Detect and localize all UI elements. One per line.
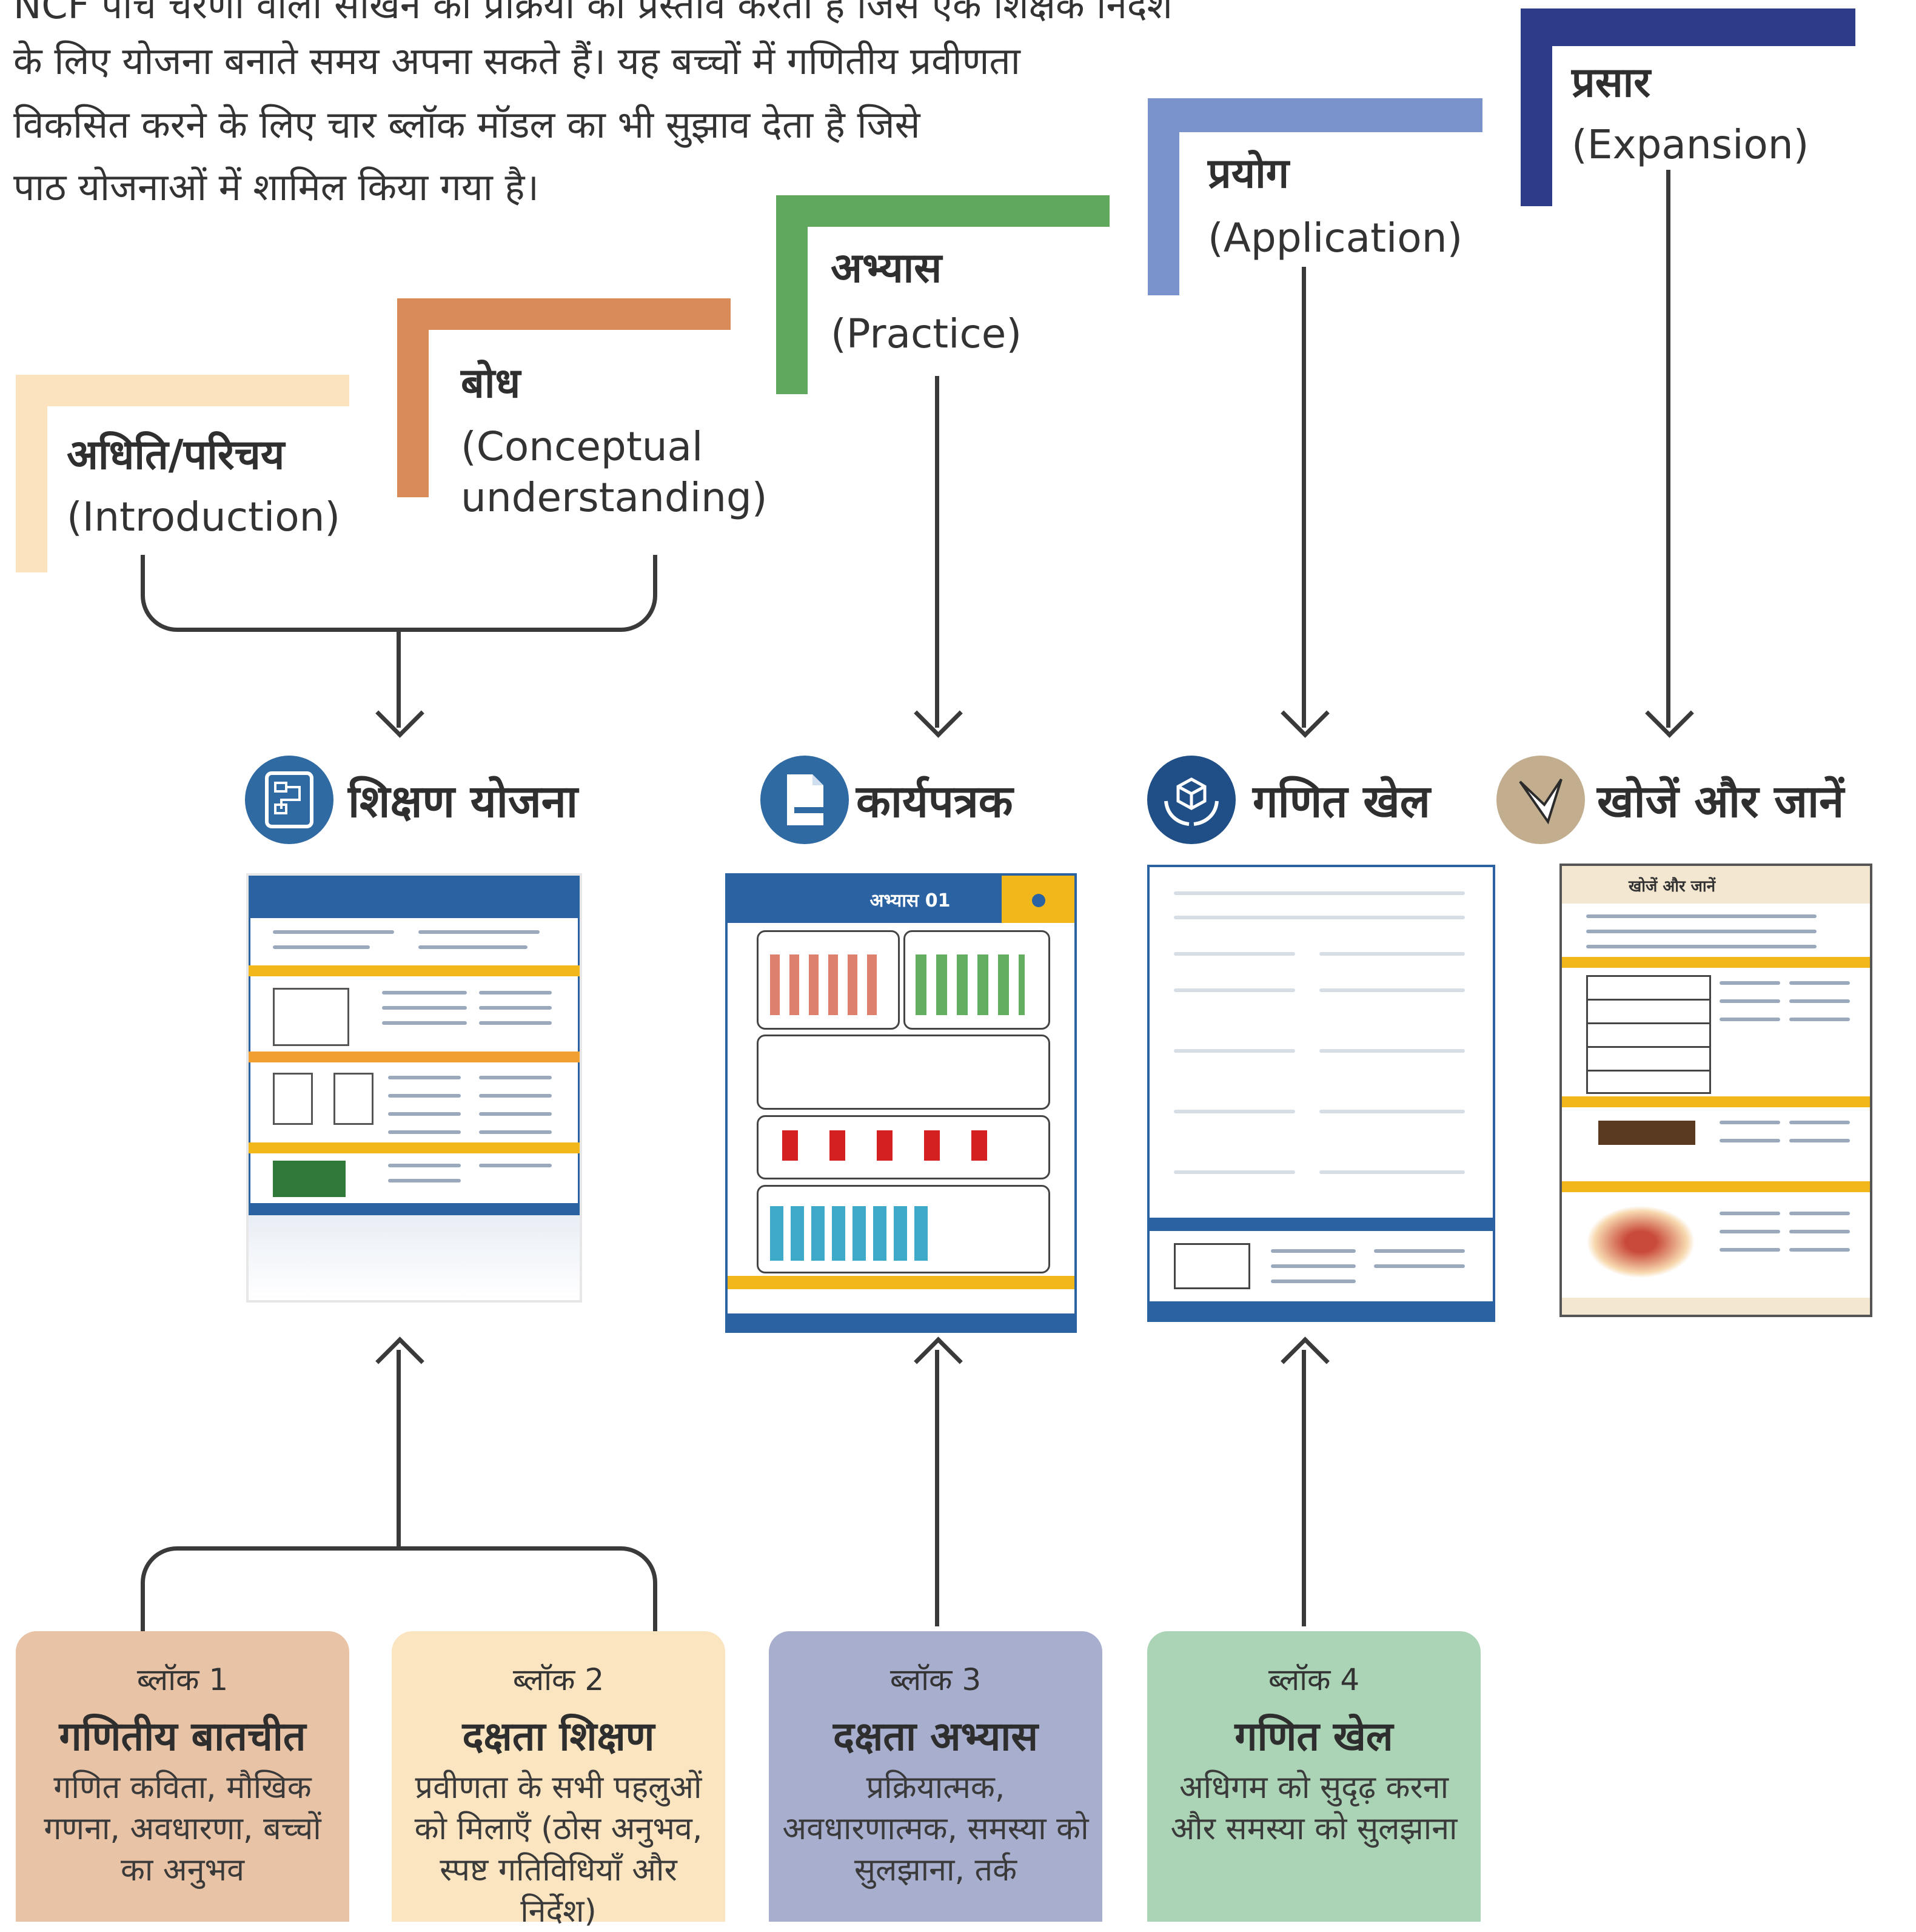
connector-line <box>397 631 401 728</box>
intro-line: NCF पाँच चरणों वाली सीखने की प्रक्रिया क… <box>13 0 1173 27</box>
stage-title: अधिति/परिचय <box>67 431 285 479</box>
explore-preview: खोजें और जानें <box>1559 864 1872 1317</box>
worksheet-preview: अभ्यास 01 <box>725 873 1077 1333</box>
practice-stage-bar <box>776 195 808 394</box>
lesson-plan-preview <box>246 873 582 1303</box>
application-stage-bar <box>1148 98 1482 132</box>
stage-title: अभ्यास <box>831 244 942 292</box>
math-game-preview <box>1147 865 1495 1322</box>
block-title: दक्षता शिक्षण <box>462 1713 655 1760</box>
connector-line <box>935 376 939 728</box>
block-description: प्रक्रियात्मक, अवधारणात्मक, समस्या को सु… <box>782 1769 1089 1888</box>
explore-icon <box>1496 756 1585 844</box>
application-stage-bar <box>1148 98 1179 295</box>
block-2: ब्लॉक 2 दक्षता शिक्षण प्रवीणता के सभी पह… <box>392 1631 725 1930</box>
arrow-up-icon <box>1281 1337 1330 1386</box>
connector-line <box>1302 1350 1306 1626</box>
block-bracket <box>141 1546 657 1635</box>
intro-line: के लिए योजना बनाते समय अपना सकते हैं। यह… <box>13 39 1020 83</box>
explore-heading: खोजें और जानें <box>1629 877 1716 896</box>
intro-line: विकसित करने के लिए चार ब्लॉक मॉडल का भी … <box>13 102 920 147</box>
stage-bracket <box>141 555 657 632</box>
stage-subtitle: (Expansion) <box>1572 121 1809 168</box>
expansion-stage-bar <box>1521 8 1552 206</box>
block-description: अधिगम को सुदृढ़ करना और समस्या को सुलझान… <box>1170 1769 1458 1847</box>
block-number: ब्लॉक 4 <box>1268 1662 1360 1697</box>
arrow-up-icon <box>375 1337 424 1386</box>
introduction-stage-bar <box>16 375 349 406</box>
stage-title: बोध <box>461 360 521 408</box>
block-1: ब्लॉक 1 गणितीय बातचीत गणित कविता, मौखिक … <box>16 1631 349 1922</box>
connector-line <box>397 1350 401 1550</box>
introduction-stage-bar <box>16 375 47 572</box>
stage-subtitle: (Practice) <box>831 310 1022 357</box>
connector-line <box>1302 267 1306 728</box>
resource-label: गणित खेल <box>1253 776 1430 828</box>
connector-line <box>935 1350 939 1626</box>
block-number: ब्लॉक 2 <box>512 1662 605 1697</box>
arrow-down-icon <box>375 689 424 738</box>
stage-title: प्रसार <box>1572 59 1651 107</box>
stage-subtitle: understanding) <box>461 474 768 521</box>
stage-title: प्रयोग <box>1208 150 1290 198</box>
understanding-stage-bar <box>397 298 429 497</box>
block-description: प्रवीणता के सभी पहलुओं को मिलाएँ (ठोस अन… <box>414 1769 703 1930</box>
arrow-up-icon <box>914 1337 963 1386</box>
block-number: ब्लॉक 1 <box>136 1662 229 1697</box>
resource-label: शिक्षण योजना <box>348 776 578 828</box>
block-description: गणित कविता, मौखिक गणना, अवधारणा, बच्चों … <box>44 1769 321 1888</box>
block-title: गणितीय बातचीत <box>59 1713 306 1760</box>
arrow-down-icon <box>914 689 963 738</box>
resource-label: कार्यपत्रक <box>856 776 1013 828</box>
resource-label: खोजें और जानें <box>1597 776 1844 828</box>
worksheet-heading: अभ्यास 01 <box>869 890 951 911</box>
worksheet-icon <box>760 756 849 844</box>
block-title: दक्षता अभ्यास <box>833 1713 1038 1760</box>
arrow-down-icon <box>1645 689 1694 738</box>
block-number: ब्लॉक 3 <box>889 1662 982 1697</box>
expansion-stage-bar <box>1521 8 1855 46</box>
connector-line <box>1666 170 1670 728</box>
stage-subtitle: (Conceptual <box>461 423 703 470</box>
stage-subtitle: (Introduction) <box>67 494 341 540</box>
block-3: ब्लॉक 3 दक्षता अभ्यास प्रक्रियात्मक, अवध… <box>769 1631 1102 1922</box>
practice-stage-bar <box>776 195 1110 227</box>
math-game-icon <box>1147 756 1236 844</box>
lesson-plan-icon <box>245 756 333 844</box>
understanding-stage-bar <box>397 298 731 330</box>
stage-subtitle: (Application) <box>1208 215 1463 261</box>
block-title: गणित खेल <box>1234 1713 1393 1760</box>
arrow-down-icon <box>1281 689 1330 738</box>
intro-line: पाठ योजनाओं में शामिल किया गया है। <box>13 165 539 209</box>
block-4: ब्लॉक 4 गणित खेल अधिगम को सुदृढ़ करना और… <box>1147 1631 1481 1922</box>
